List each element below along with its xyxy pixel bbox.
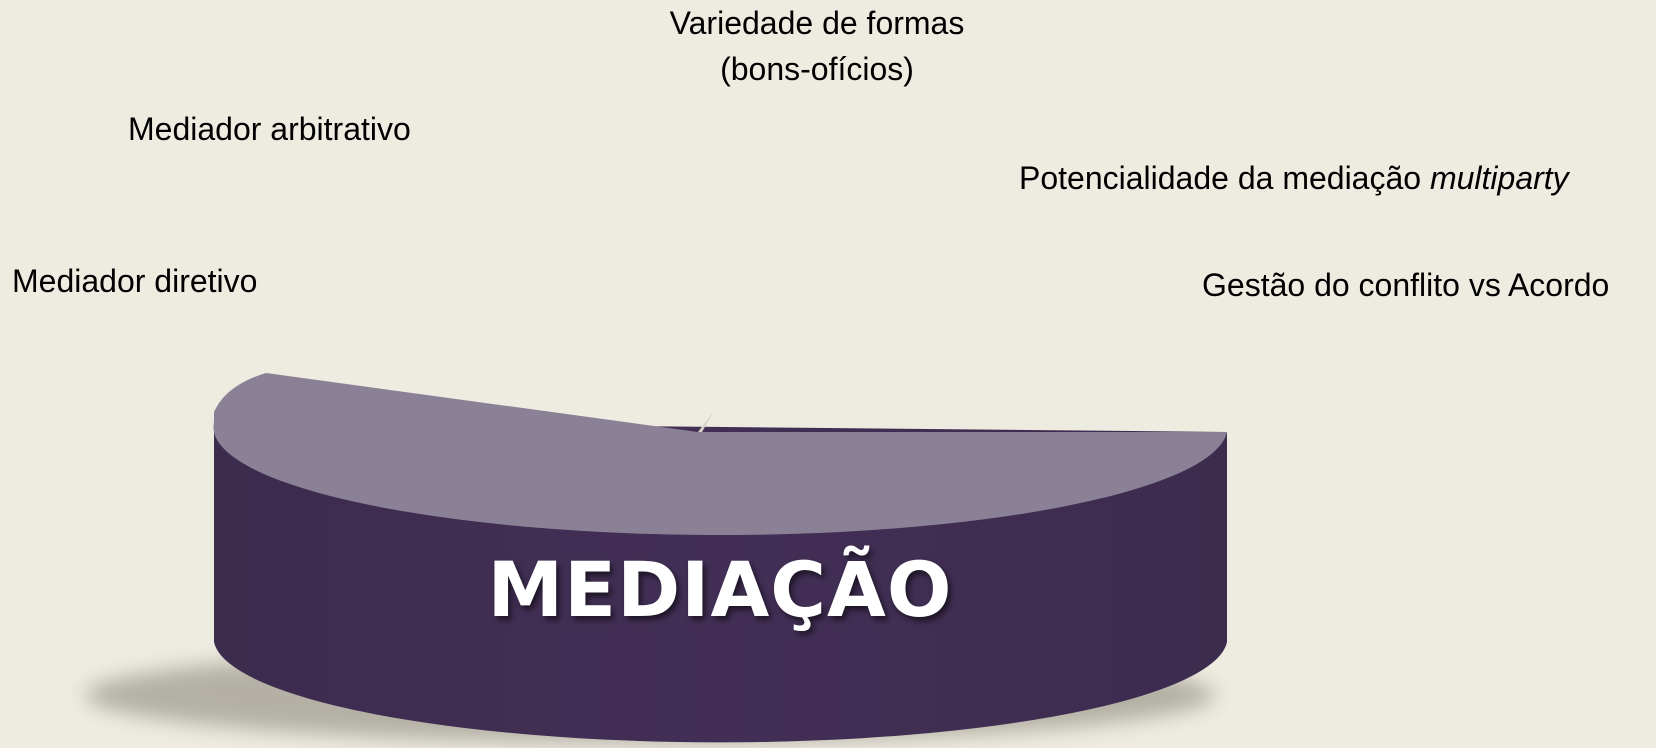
- label-multiparty-italic: multiparty: [1429, 160, 1569, 196]
- label-potencialidade-multiparty: Potencialidade da mediação multiparty: [1019, 155, 1569, 201]
- label-mediador-arbitrativo: Mediador arbitrativo: [128, 111, 411, 147]
- label-multiparty-prefix: Potencialidade da mediação: [1019, 160, 1430, 196]
- label-gestao-conflito: Gestão do conflito vs Acordo: [1202, 267, 1610, 303]
- label-variedade-de-formas: Variedade de formas (bons-ofícios): [0, 0, 1656, 92]
- label-variedade-line1: Variedade de formas: [669, 5, 965, 41]
- label-variedade-line2: (bons-ofícios): [720, 51, 914, 87]
- cylinder-cut-edge: [698, 411, 714, 432]
- mediacao-title: MEDIAÇÃO: [487, 545, 953, 634]
- label-mediador-diretivo: Mediador diretivo: [12, 263, 258, 299]
- cylinder-top: [213, 373, 1227, 536]
